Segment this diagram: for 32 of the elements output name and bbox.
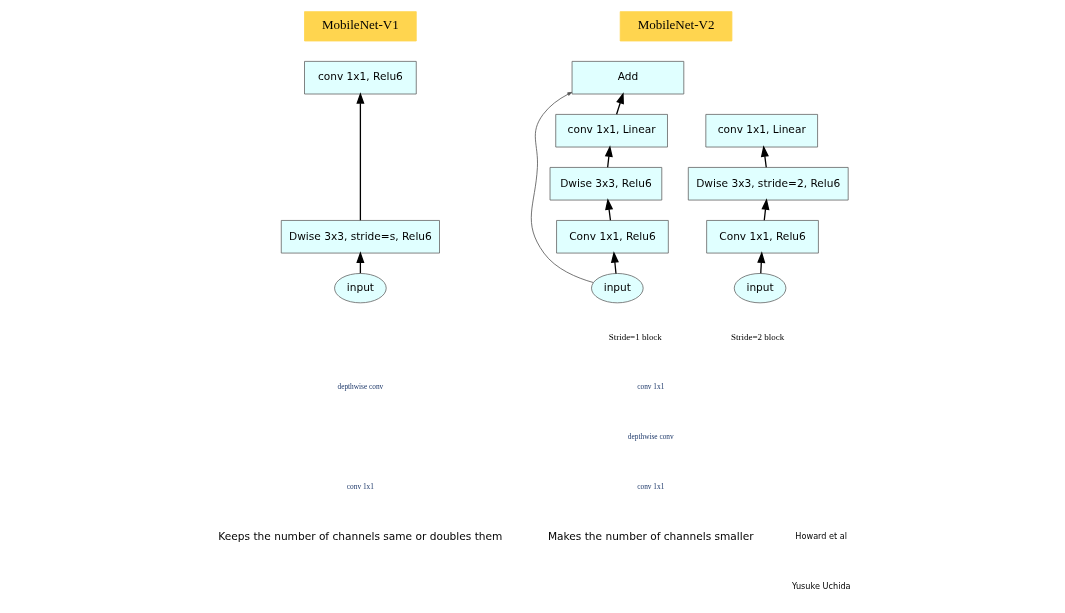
label: conv 1x1	[637, 481, 665, 491]
label: Howard et al	[795, 530, 848, 541]
node-ellipse: input	[591, 273, 644, 304]
node-label: Stride=1 block	[608, 332, 662, 343]
node-box: MobileNet-V1	[304, 11, 417, 42]
node-box: Dwise 3x3, stride=2, Relu6	[687, 167, 849, 201]
node-ellipse: input	[334, 273, 387, 304]
node-box: Dwise 3x3, Relu6	[549, 167, 663, 201]
node-box: Add	[571, 60, 685, 95]
arrow	[615, 92, 624, 115]
label: conv 1x1	[637, 382, 665, 392]
label: depthwise conv	[627, 432, 674, 442]
node-box: MobileNet-V2	[619, 11, 733, 42]
label: Keeps the number of channels same or doubles them	[218, 529, 503, 542]
arrow	[530, 91, 594, 283]
node-box: conv 1x1, Relu6	[304, 60, 417, 95]
label: Yusuke Uchida	[791, 580, 851, 591]
arrow	[761, 198, 770, 221]
node-box: conv 1x1, Linear	[555, 114, 668, 148]
label: Makes the number of channels smaller	[547, 529, 754, 542]
arrow	[760, 145, 769, 168]
arrow	[610, 251, 619, 275]
arrow	[757, 251, 766, 274]
label: conv 1x1	[346, 481, 374, 491]
node-label: Stride=2 block	[731, 332, 785, 343]
node-ellipse: input	[733, 273, 787, 304]
arrow	[356, 92, 365, 221]
node-box: Conv 1x1, Relu6	[556, 220, 669, 254]
node-box: Dwise 3x3, stride=s, Relu6	[280, 220, 440, 254]
node-box: conv 1x1, Linear	[705, 114, 818, 148]
label: depthwise conv	[337, 382, 384, 392]
node-box: Conv 1x1, Relu6	[706, 220, 819, 254]
